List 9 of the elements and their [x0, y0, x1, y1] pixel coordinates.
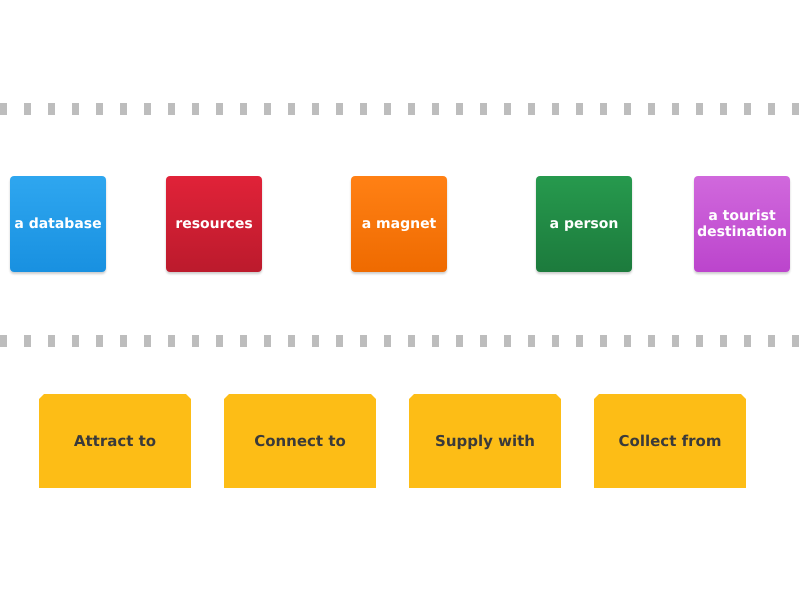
prompt-card: Collect from — [594, 394, 746, 488]
prompt-card: Attract to — [39, 394, 191, 488]
answer-tile: resources — [166, 176, 262, 272]
prompt-card: Connect to — [224, 394, 376, 488]
answer-tile: a tourist destination — [694, 176, 790, 272]
answer-tile: a magnet — [351, 176, 447, 272]
answer-tile: a database — [10, 176, 106, 272]
answer-tile: a person — [536, 176, 632, 272]
prompt-card: Supply with — [409, 394, 561, 488]
